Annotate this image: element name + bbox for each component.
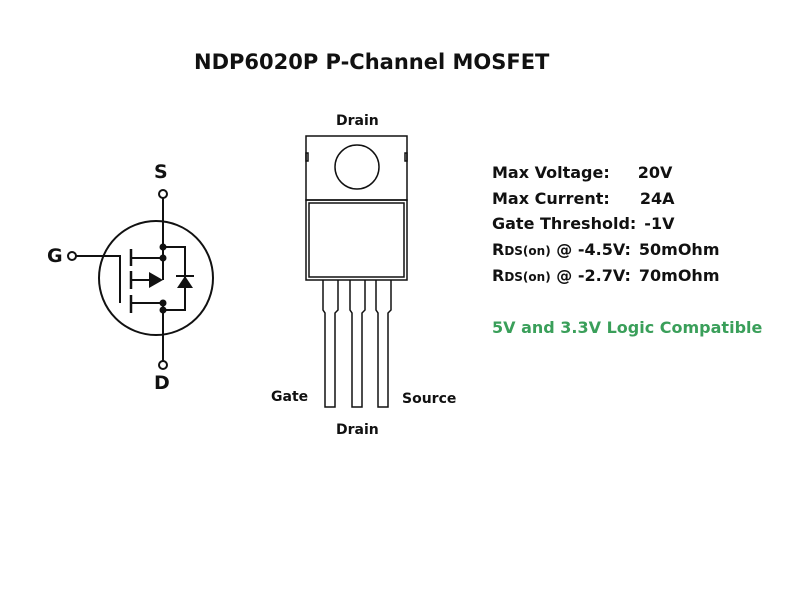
junction-dot — [159, 299, 167, 307]
drain-label: D — [154, 372, 170, 394]
spec-label: Max Voltage: — [492, 163, 610, 182]
diode-branch — [163, 246, 186, 311]
rds-subscript: DS(on) — [504, 244, 551, 258]
logic-compat-note: 5V and 3.3V Logic Compatible — [492, 318, 763, 337]
rds-value: 70mOhm — [638, 266, 720, 285]
drain-terminal — [158, 360, 168, 370]
source-terminal — [158, 189, 168, 199]
tab-notch — [305, 152, 309, 162]
channel-arrow-icon — [149, 272, 163, 288]
gate-label: G — [47, 245, 63, 267]
rds-subscript: DS(on) — [504, 270, 551, 284]
symbol-circle — [98, 220, 214, 336]
junction-dot — [159, 306, 167, 314]
mosfet-symbol — [67, 189, 214, 370]
lead-drain — [349, 280, 366, 408]
package-body — [305, 199, 408, 281]
tab-drain-label: Drain — [336, 113, 379, 129]
spec-gate-threshold: Gate Threshold: -1V — [492, 214, 674, 233]
spec-max-voltage: Max Voltage: 20V — [492, 163, 672, 182]
spec-value: -1V — [644, 214, 675, 233]
diode-triangle-icon — [177, 276, 193, 288]
lead-source — [375, 280, 392, 408]
package-body-inner — [308, 202, 405, 278]
junction-dot — [159, 243, 167, 251]
to220-package — [305, 135, 408, 408]
rds-symbol: R — [492, 266, 505, 285]
tab-notch — [404, 152, 408, 162]
page-title: NDP6020P P-Channel MOSFET — [194, 50, 550, 74]
spec-max-current: Max Current: 24A — [492, 189, 674, 208]
symbol-fills — [149, 243, 193, 314]
spec-label: Max Current: — [492, 189, 610, 208]
source-pin-label: Source — [402, 391, 457, 407]
mounting-hole — [334, 144, 380, 190]
rds-symbol: R — [492, 240, 505, 259]
spec-rds-27: RDS(on) @ -2.7V: 70mOhm — [492, 266, 720, 285]
gate-lead — [76, 255, 121, 303]
rds-condition: @ -4.5V: — [556, 240, 631, 259]
drain-pin-label: Drain — [336, 422, 379, 438]
junction-dot — [159, 254, 167, 262]
gate-terminal — [67, 251, 77, 261]
rds-condition: @ -2.7V: — [556, 266, 631, 285]
channel-links — [131, 257, 163, 304]
spec-value: 24A — [639, 189, 675, 208]
spec-rds-45: RDS(on) @ -4.5V: 50mOhm — [492, 240, 720, 259]
spec-value: 20V — [637, 163, 673, 182]
rds-value: 50mOhm — [638, 240, 720, 259]
lead-gate — [322, 280, 339, 408]
spec-label: Gate Threshold: — [492, 214, 637, 233]
source-label: S — [154, 161, 168, 183]
gate-pin-label: Gate — [271, 389, 309, 405]
